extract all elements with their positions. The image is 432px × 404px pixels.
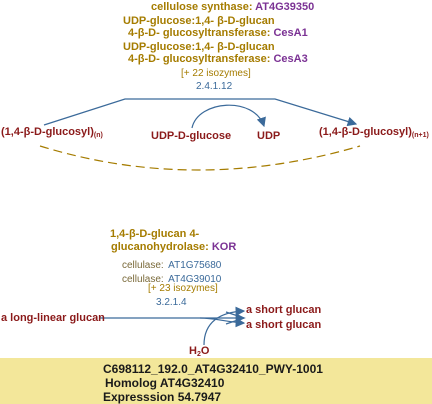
reaction1-reverse-line — [39, 145, 361, 171]
metabolite-label: (1,4-β-D-glucosyl) — [1, 126, 94, 138]
metabolite-short-glucan-1[interactable]: a short glucan — [246, 304, 322, 316]
info-footer: C698112_192.0_AT4G32410_PWY-1001 Homolog… — [0, 358, 432, 404]
gene-link-cesa3[interactable]: CesA3 — [273, 53, 308, 65]
enzyme-name-line: UDP-glucose:1,4- β-D-glucan — [123, 15, 275, 27]
reaction2-side-arrow — [203, 306, 246, 346]
isozymes-link-1[interactable]: [+ 22 isozymes] — [181, 68, 251, 79]
metabolite-water[interactable]: H2O — [189, 345, 210, 359]
cellulase-label: cellulase: — [122, 260, 164, 271]
enzyme-cellulose-synthase[interactable]: cellulose synthase: AT4G39350 — [151, 2, 314, 13]
pathway-diagram — [39, 98, 361, 346]
cellulase-id[interactable]: AT4G39010 — [168, 274, 222, 285]
enzyme-name: glucanohydrolase: — [111, 241, 209, 253]
metabolite-subscript: (n) — [93, 132, 103, 139]
enzyme-kor[interactable]: glucanohydrolase: KOR — [111, 242, 236, 253]
enzyme-name: 4-β-D- glucosyltransferase: — [128, 53, 271, 65]
metabolite-subscript: (n+1) — [411, 132, 429, 139]
enzyme-name-line: 1,4-β-D-glucan 4- — [110, 228, 200, 240]
enzyme-cesa3[interactable]: 4-β-D- glucosyltransferase: CesA3 — [128, 54, 308, 65]
gene-link-kor[interactable]: KOR — [211, 241, 237, 253]
metabolite-udp[interactable]: UDP — [257, 130, 281, 142]
metabolite-product-glucosyl-n1[interactable]: (1,4-β-D-glucosyl)(n+1) — [319, 126, 429, 140]
enzyme-name: 4-β-D- glucosyltransferase: — [128, 27, 271, 39]
isozymes-link-2[interactable]: [+ 23 isozymes] — [148, 283, 218, 294]
cellulase-label: cellulase: — [122, 274, 164, 285]
reaction2-product-arrow — [199, 317, 246, 328]
metabolite-udp-d-glucose[interactable]: UDP-D-glucose — [151, 130, 232, 142]
cellulase-at1g75680[interactable]: cellulase: AT1G75680 — [122, 256, 221, 272]
enzyme-cesa1[interactable]: 4-β-D- glucosyltransferase: CesA1 — [128, 28, 308, 39]
cellulase-at4g39010[interactable]: cellulase: AT4G39010 — [122, 270, 221, 286]
ec-number-1[interactable]: 2.4.1.12 — [196, 81, 233, 92]
metabolite-short-glucan-2[interactable]: a short glucan — [246, 319, 322, 331]
reaction1-side-arrow — [191, 104, 266, 129]
enzyme-name: cellulose synthase: — [151, 1, 253, 13]
gene-link-at4g39350[interactable]: AT4G39350 — [255, 1, 315, 13]
cellulase-id[interactable]: AT1G75680 — [168, 260, 222, 271]
reaction1-main-arrow — [43, 98, 358, 127]
metabolite-label: O — [200, 345, 210, 357]
metabolite-substrate-glucosyl-n[interactable]: (1,4-β-D-glucosyl)(n) — [1, 126, 103, 140]
metabolite-subscript: 2 — [196, 351, 201, 358]
footer-expression: Expresssion 54.7947 — [103, 390, 222, 404]
metabolite-label: (1,4-β-D-glucosyl) — [319, 126, 412, 138]
ec-number-2[interactable]: 3.2.1.4 — [156, 297, 187, 308]
metabolite-label: H — [189, 345, 197, 357]
enzyme-name-line: UDP-glucose:1,4- β-D-glucan — [123, 41, 275, 53]
footer-homolog: Homolog AT4G32410 — [105, 376, 225, 390]
gene-link-cesa1[interactable]: CesA1 — [273, 27, 308, 39]
footer-line1: C698112_192.0_AT4G32410_PWY-1001 — [103, 362, 323, 376]
metabolite-long-linear-glucan[interactable]: a long-linear glucan — [1, 312, 105, 324]
